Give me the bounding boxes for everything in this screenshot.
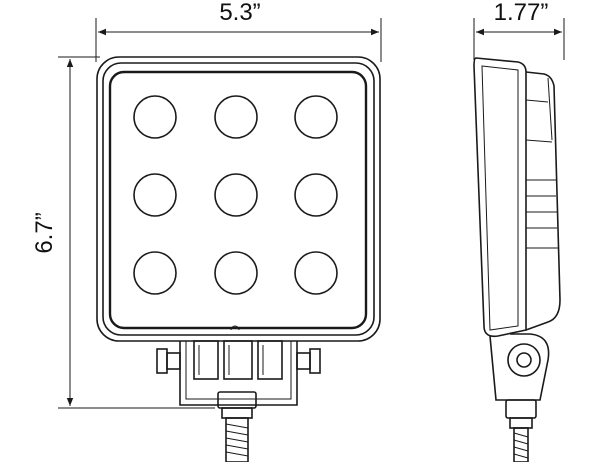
side-bolt-head-left: [156, 348, 168, 374]
led-circle: [133, 95, 177, 139]
led-circle: [214, 173, 258, 217]
side-bolt-nut-left: [166, 352, 181, 370]
side-view: [473, 57, 561, 462]
side-stud-thread: [513, 432, 529, 438]
led-circle: [214, 95, 258, 139]
side-stud-thread: [513, 453, 529, 459]
height-label: 6.7”: [31, 212, 58, 253]
side-mounting-bracket: [489, 333, 550, 401]
side-bracket-pivot-outer: [507, 343, 541, 377]
side-bolt-nut-right: [296, 352, 311, 370]
side-bracket-arm: [489, 333, 550, 401]
bracket-u-inner: [185, 341, 292, 400]
side-edge: [547, 77, 553, 141]
depth-dimension: 1.77”: [473, 0, 565, 60]
bracket-fin: [257, 340, 283, 380]
stud-washer: [221, 407, 253, 419]
led-circle: [294, 251, 338, 295]
bracket-u: [179, 341, 298, 406]
stud-thread: [225, 430, 249, 436]
stud-thread: [225, 423, 249, 429]
front-housing-rim: [102, 62, 375, 336]
depth-label: 1.77”: [494, 0, 549, 26]
led-circle: [294, 95, 338, 139]
front-view: [96, 56, 381, 462]
side-lens-frame: [473, 57, 527, 338]
side-fin: [525, 99, 549, 103]
stud-thread: [225, 451, 249, 457]
side-stud-thread: [513, 439, 529, 445]
bracket-fin: [193, 340, 219, 380]
side-lens-inner: [481, 65, 519, 331]
side-mounting-stud: [505, 399, 537, 462]
height-dimension: 6.7”: [31, 56, 215, 409]
stud-thread: [225, 444, 249, 450]
bracket-fin: [223, 340, 253, 380]
stud-shaft: [225, 417, 249, 462]
width-dimension: 5.3”: [95, 0, 382, 62]
width-label: 5.3”: [219, 0, 260, 26]
led-circle: [214, 251, 258, 295]
side-housing-back: [525, 71, 561, 331]
side-fin: [525, 139, 553, 143]
side-bolt-head-right: [309, 348, 321, 374]
front-mounting-stud: [217, 391, 257, 462]
led-circle: [133, 251, 177, 295]
front-bottom-notch: [230, 325, 240, 331]
front-mounting-bracket: [156, 340, 321, 406]
front-lens: [108, 70, 368, 330]
side-stud-thread: [513, 446, 529, 452]
side-stud-nut: [505, 399, 537, 419]
front-housing-outer: [96, 56, 381, 342]
led-circle: [133, 173, 177, 217]
led-circle: [294, 173, 338, 217]
stud-thread: [225, 437, 249, 443]
side-stud-shaft: [513, 427, 529, 462]
led-grid: [133, 95, 338, 295]
side-stud-washer: [509, 417, 533, 429]
side-bracket-pivot-bolt: [516, 352, 532, 368]
